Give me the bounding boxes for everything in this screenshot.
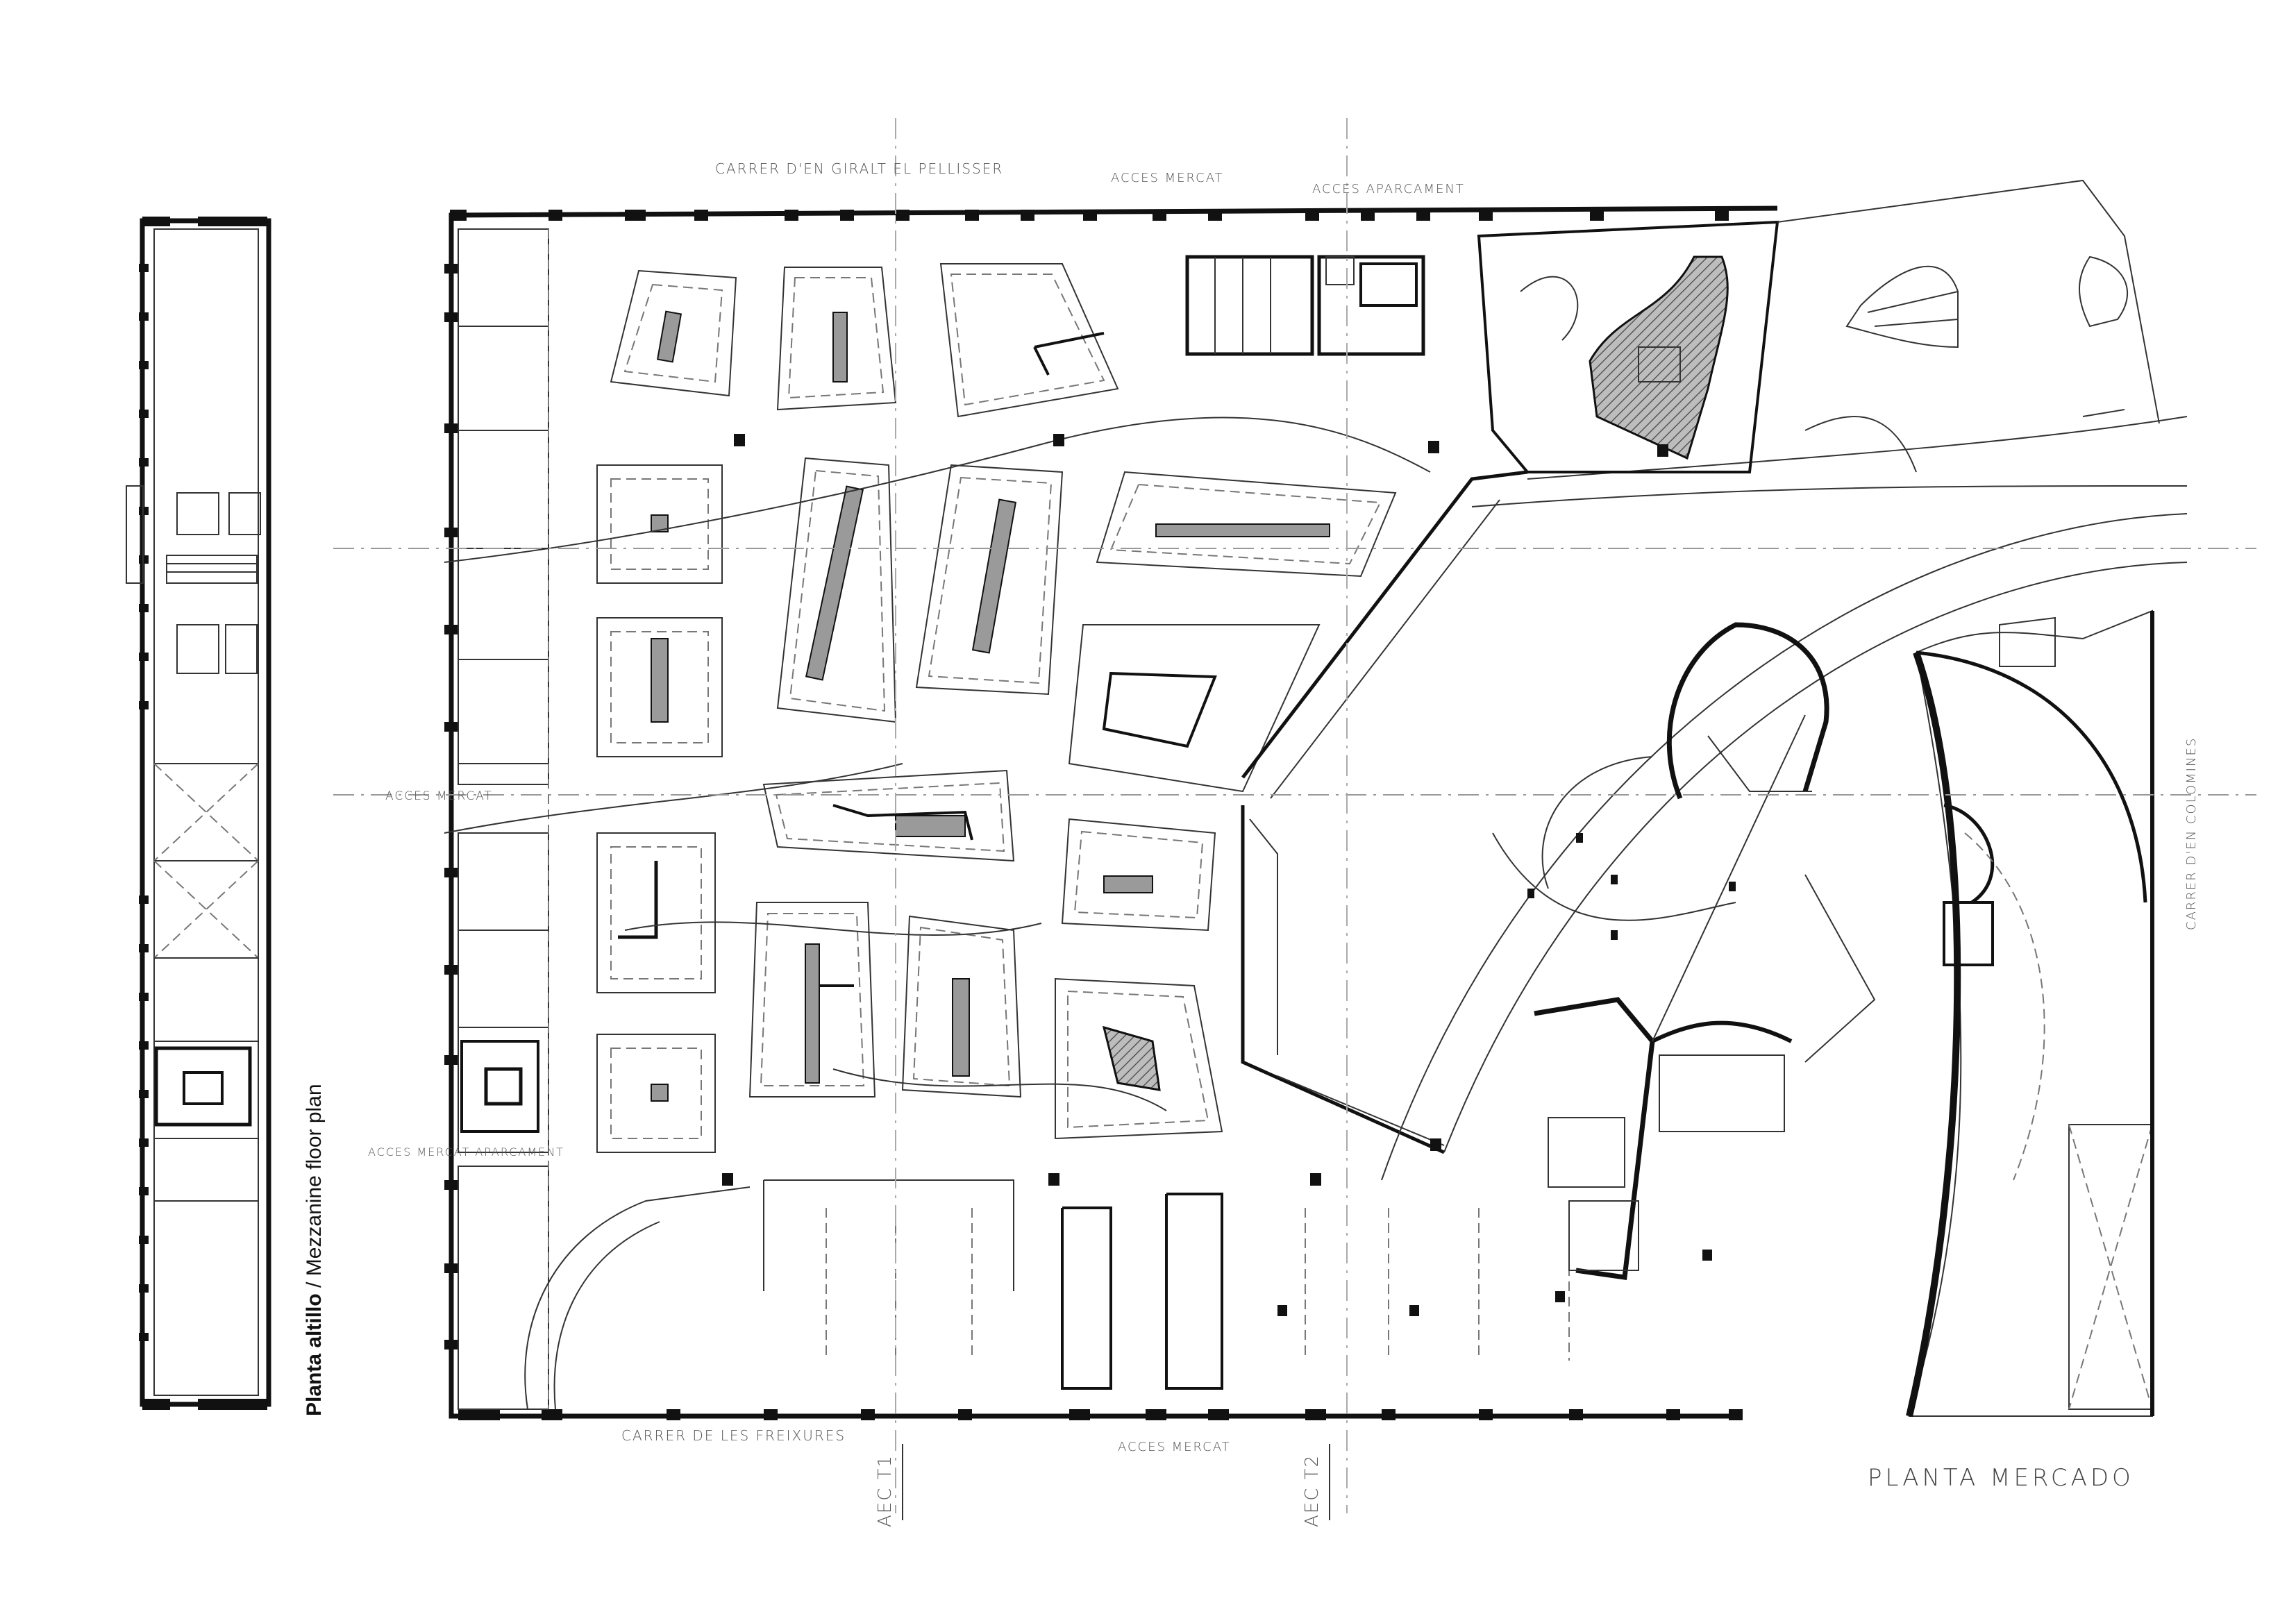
section-t1-label: AEC T1: [875, 1454, 896, 1527]
bottom-street-label: CARRER DE LES FREIXURES: [621, 1427, 846, 1444]
plan-title: PLANTA MERCADO: [1868, 1464, 2134, 1492]
mezzanine-title: Planta altillo / Mezzanine floor plan: [303, 1084, 326, 1416]
top-facade-piers: [450, 210, 1729, 221]
top-street-label: CARRER D'EN GIRALT EL PELLISSER: [715, 160, 1003, 177]
left-facade-piers: [444, 264, 458, 1349]
mezzanine-plan: [126, 217, 271, 1410]
section-t2-label: AEC T2: [1302, 1454, 1323, 1527]
lower-bays: [763, 1179, 1570, 1390]
central-buildings: [1492, 622, 1876, 1280]
top-right-building: [1185, 220, 1779, 473]
exterior-features: [1777, 179, 2160, 473]
acces-mercat-left-label: ACCES MERCAT: [385, 789, 493, 803]
acces-mercat-bottom-label: ACCES MERCAT: [1118, 1440, 1231, 1454]
acces-aparcament-top-label: ACCES APARCAMENT: [1312, 182, 1465, 196]
acces-mercat-aparcament-left-label: ACCES MERCAT APARCAMENT: [368, 1145, 564, 1159]
market-stalls: [596, 263, 1397, 1153]
parking-ramp: [1906, 609, 2154, 1418]
acces-mercat-top-label: ACCES MERCAT: [1111, 171, 1224, 185]
mezzanine-wall-ticks: [139, 264, 149, 1341]
market-plan: [333, 118, 2256, 1520]
columns: [722, 434, 1736, 1316]
right-street-label: CARRER D'EN COLOMINES: [2184, 737, 2199, 930]
bottom-facade-piers: [458, 1409, 1743, 1420]
